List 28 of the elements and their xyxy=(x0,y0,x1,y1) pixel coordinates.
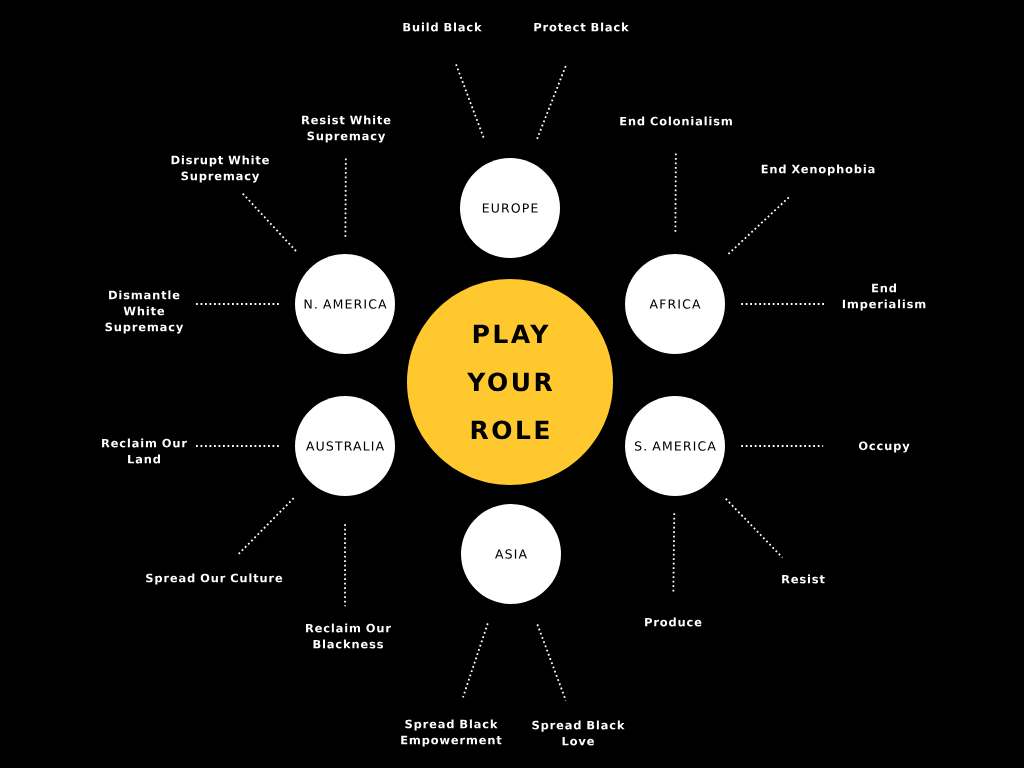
text-label: End Imperialism xyxy=(842,283,926,311)
text-label: Disrupt White Supremacy xyxy=(171,155,269,183)
dotted-line xyxy=(194,445,280,447)
text-label: Produce xyxy=(645,617,702,627)
text-label: Spread Black Empowerment xyxy=(401,719,502,747)
dotted-line xyxy=(740,303,827,305)
dotted-line xyxy=(536,63,568,140)
text-label: Reclaim Our Land xyxy=(102,438,187,464)
text-label: End Colonialism xyxy=(620,116,732,126)
dotted-line xyxy=(235,497,295,557)
dotted-line xyxy=(344,523,346,608)
dotted-line xyxy=(536,623,567,702)
text-label: Resist White Supremacy xyxy=(302,115,391,143)
text-label: Reclaim Our Blackness xyxy=(306,623,391,649)
text-label: Spread Black Love xyxy=(532,720,625,746)
dotted-line xyxy=(724,497,784,559)
text-label: Dismantle White Supremacy xyxy=(105,290,184,334)
dotted-line xyxy=(740,445,825,447)
text-label: Occupy xyxy=(858,441,910,453)
text-label: Protect Black xyxy=(534,22,629,32)
text-label: Build Black xyxy=(403,22,482,32)
text-label: Resist xyxy=(782,574,825,584)
dotted-line xyxy=(727,196,790,255)
dotted-line xyxy=(241,192,297,252)
dotted-line xyxy=(462,622,489,699)
dotted-line xyxy=(454,61,485,139)
text-label: Spread Our Culture xyxy=(146,573,283,585)
text-label: End Xenophobia xyxy=(761,164,875,176)
